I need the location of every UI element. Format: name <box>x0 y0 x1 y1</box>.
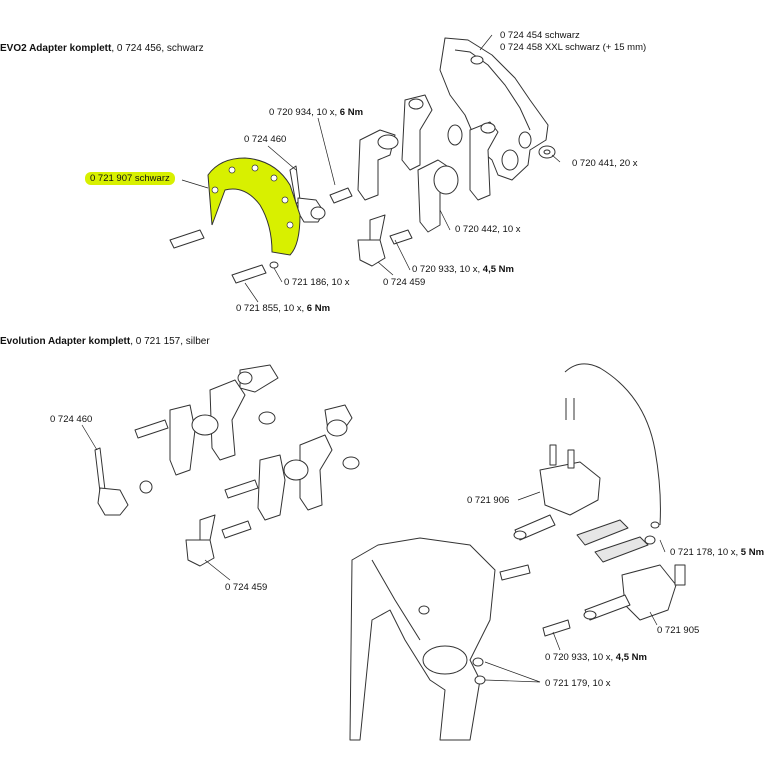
quick-release-lever-middle <box>94 447 153 516</box>
quick-release-lever-upper <box>289 165 326 223</box>
part-label-721907-highlighted: 0 721 907 schwarz <box>85 172 175 185</box>
part-label-720442: 0 720 442, 10 x <box>455 224 521 235</box>
part-label-721905: 0 721 905 <box>657 625 700 636</box>
bolt-part-720934 <box>329 187 353 204</box>
brake-pads <box>576 519 660 563</box>
part-label-720441: 0 720 441, 20 x <box>572 158 638 169</box>
clamp-part-middle-2 <box>169 404 219 476</box>
section-title-evolution: Evolution Adapter komplett, 0 721 157, s… <box>0 336 210 347</box>
bolt-middle-2 <box>221 479 259 539</box>
part-label-721178: 0 721 178, 10 x, 5 Nm <box>670 547 765 558</box>
clamp-part-upper-2 <box>401 94 433 171</box>
quick-release-lever-724459-middle <box>185 514 216 567</box>
section-title-evo2: EVO2 Adapter komplett, 0 724 456, schwar… <box>0 43 204 54</box>
part-label-720933-upper: 0 720 933, 10 x, 4,5 Nm <box>412 264 514 275</box>
adapter-frame-part <box>439 37 549 181</box>
part-label-724460-middle: 0 724 460 <box>50 414 93 425</box>
brake-caliper-721906 <box>513 444 601 541</box>
lever-part-middle-2 <box>324 404 353 437</box>
clamp-part-upper-3 <box>417 159 459 233</box>
lever-part-middle-1 <box>237 364 279 393</box>
part-label-724459-upper: 0 724 459 <box>383 277 426 288</box>
clamp-part-upper-4 <box>469 121 499 201</box>
part-label-720934: 0 720 934, 10 x, 6 Nm <box>269 107 364 118</box>
fork-frame <box>349 537 496 741</box>
part-label-721179: 0 721 179, 10 x <box>545 678 611 689</box>
part-label-724454: 0 724 454 schwarz <box>500 30 580 41</box>
brake-hose <box>564 363 661 526</box>
clamp-part-middle-3 <box>283 434 360 511</box>
highlighted-plate-721907 <box>207 157 301 256</box>
clamp-part-middle-4 <box>257 454 286 521</box>
part-label-721906: 0 721 906 <box>467 495 510 506</box>
part-label-721186: 0 721 186, 10 x <box>284 277 350 288</box>
part-label-720933-lower: 0 720 933, 10 x, 4,5 Nm <box>545 652 647 663</box>
brake-caliper-721905 <box>583 564 686 621</box>
bolt-lower <box>472 564 571 685</box>
part-label-724459-middle: 0 724 459 <box>225 582 268 593</box>
clamp-part-upper-1 <box>357 129 399 201</box>
washer-middle-1 <box>258 411 276 425</box>
clamp-part-middle-1 <box>209 379 246 461</box>
bolt-part-721186 <box>169 229 279 284</box>
leader-line <box>484 491 666 683</box>
washer-part <box>538 145 556 159</box>
leader-line <box>181 34 561 303</box>
bolt-middle-1 <box>134 419 169 439</box>
part-label-721855: 0 721 855, 10 x, 6 Nm <box>236 303 331 314</box>
part-label-724460-upper: 0 724 460 <box>244 134 287 145</box>
leader-line <box>81 424 231 581</box>
part-label-724458: 0 724 458 XXL schwarz (+ 15 mm) <box>500 42 647 53</box>
